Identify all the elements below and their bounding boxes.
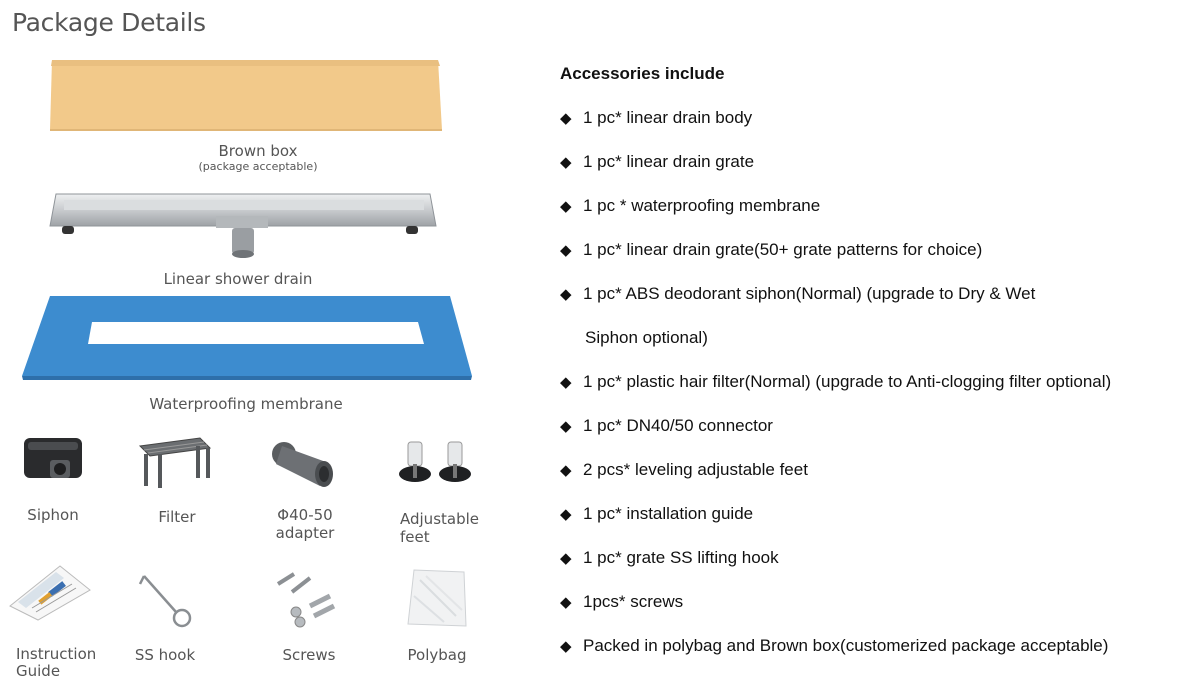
polybag-label: Polybag (407, 646, 467, 664)
list-item: ◆1 pc* plastic hair filter(Normal) (upgr… (560, 360, 1111, 404)
page-title: Package Details (12, 8, 206, 37)
list-item: ◆Packed in polybag and Brown box(custome… (560, 624, 1111, 668)
list-item: ◆1 pc * waterproofing membrane (560, 184, 1111, 228)
diamond-bullet-icon: ◆ (560, 154, 572, 171)
filter-icon (134, 436, 214, 492)
diamond-bullet-icon: ◆ (560, 286, 572, 303)
list-item: ◆1 pc* DN40/50 connector (560, 404, 1111, 448)
brown-box-caption: Brown box (218, 142, 298, 160)
accessories-list: ◆1 pc* linear drain body ◆1 pc* linear d… (560, 96, 1111, 668)
diamond-bullet-icon: ◆ (560, 418, 572, 435)
membrane-image (20, 292, 476, 382)
list-item: ◆1 pc* installation guide (560, 492, 1111, 536)
diamond-bullet-icon: ◆ (560, 594, 572, 611)
list-item: ◆1pcs* screws (560, 580, 1111, 624)
list-item: ◆1 pc* grate SS lifting hook (560, 536, 1111, 580)
list-item: ◆1 pc* linear drain body (560, 96, 1111, 140)
polybag-icon (404, 566, 470, 630)
adapter-icon (268, 440, 338, 490)
list-item: ◆2 pcs* leveling adjustable feet (560, 448, 1111, 492)
diamond-bullet-icon: ◆ (560, 638, 572, 655)
screws-icon (268, 568, 344, 628)
list-item: ◆1 pc* linear drain grate(50+ grate patt… (560, 228, 1111, 272)
filter-label: Filter (158, 508, 196, 526)
diamond-bullet-icon: ◆ (560, 198, 572, 215)
accessories-heading: Accessories include (560, 64, 725, 83)
diamond-bullet-icon: ◆ (560, 374, 572, 391)
hook-icon (136, 572, 200, 628)
list-item-continuation: Siphon optional) (585, 328, 708, 347)
list-item: ◆1 pc* ABS deodorant siphon(Normal) (upg… (560, 272, 1111, 316)
siphon-icon (20, 436, 86, 486)
diamond-bullet-icon: ◆ (560, 110, 572, 127)
diamond-bullet-icon: ◆ (560, 242, 572, 259)
diamond-bullet-icon: ◆ (560, 462, 572, 479)
drain-caption: Linear shower drain (163, 270, 313, 288)
diamond-bullet-icon: ◆ (560, 506, 572, 523)
diamond-bullet-icon: ◆ (560, 550, 572, 567)
membrane-caption: Waterproofing membrane (149, 395, 343, 413)
brown-box-image (48, 56, 444, 132)
feet-icon (396, 438, 480, 494)
siphon-label: Siphon (27, 506, 79, 524)
brown-box-subcaption: (package acceptable) (198, 160, 318, 173)
hook-label: SS hook (134, 646, 196, 664)
linear-drain-image (44, 186, 444, 260)
guide-icon (8, 562, 92, 622)
screws-label: Screws (282, 646, 336, 664)
list-item: ◆1 pc* linear drain grate (560, 140, 1111, 184)
